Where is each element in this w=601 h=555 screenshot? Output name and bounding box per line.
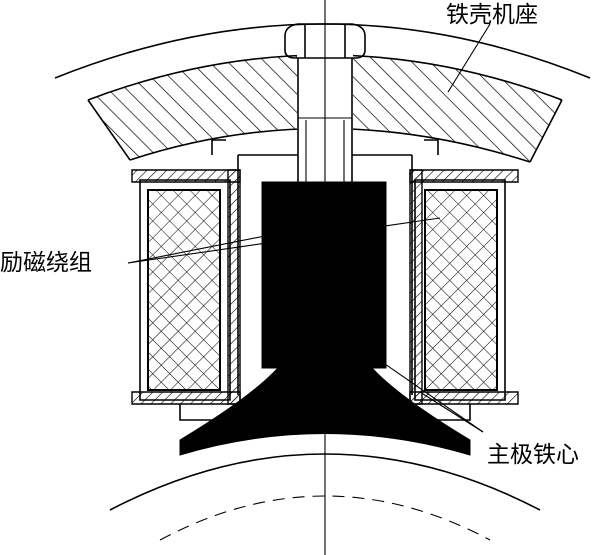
left-winding <box>131 169 241 421</box>
right-winding <box>409 169 519 421</box>
pole-core-label: 主极铁心 <box>487 442 579 468</box>
winding-label: 励磁绕组 <box>0 250 92 276</box>
frame-label: 铁壳机座 <box>446 2 538 28</box>
leader-lines <box>127 23 491 433</box>
